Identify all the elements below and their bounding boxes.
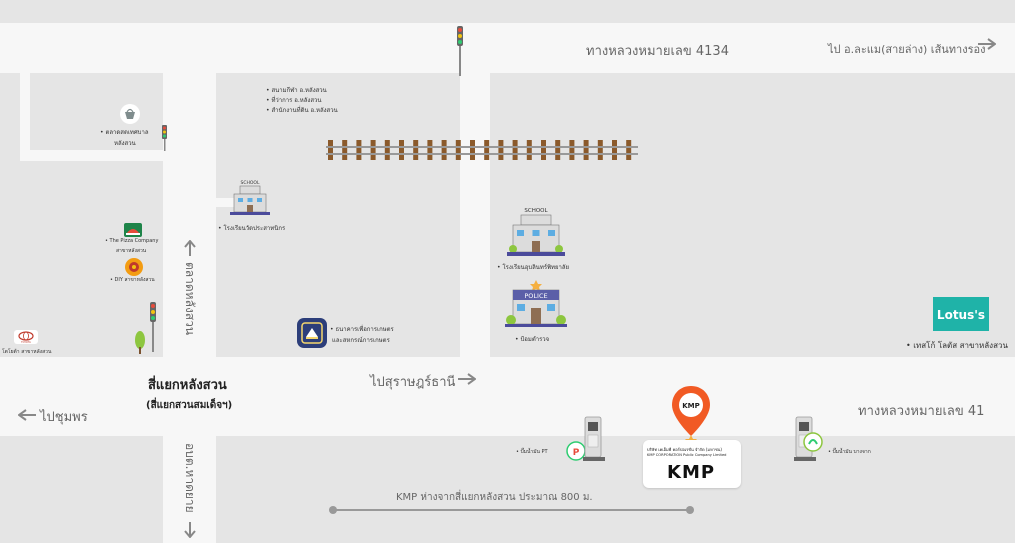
railway-rail xyxy=(326,153,638,155)
company-name-th: บริษัท เคเอ็มพี คอร์ปอเรชั่น จำกัด (มหาช… xyxy=(647,447,722,452)
road-talad-langsuan xyxy=(163,73,216,543)
road-label-41: ทางหลวงหมายเลข 41 xyxy=(858,404,985,419)
svg-text:POLICE: POLICE xyxy=(524,292,547,300)
arrow-down-icon xyxy=(184,522,196,541)
railway-tie xyxy=(328,140,333,160)
road-41 xyxy=(0,357,1015,436)
company-card[interactable]: บริษัท เคเอ็มพี คอร์ปอเรชั่น จำกัด (มหาช… xyxy=(643,440,741,488)
arrow-right-icon xyxy=(458,373,477,388)
road-4134 xyxy=(0,23,1015,73)
land-office-label: • สำนักงานที่ดิน อ.หลังสวน xyxy=(266,107,338,114)
bangchak-logo-icon xyxy=(803,432,823,456)
distance-line xyxy=(327,501,697,520)
pt-logo-icon: P xyxy=(566,441,586,465)
school-2-label: • โรงเรียนอุบลินทร์พิทยาลัย xyxy=(497,264,570,271)
road-label-orbortor: อบต.หาดยาย xyxy=(183,443,197,513)
bank-icon xyxy=(297,318,327,352)
railway-tie xyxy=(441,140,447,160)
lotus-label: • เทสโก้ โลตัส สาขาหลังสวน xyxy=(906,341,1008,350)
traffic-light-icon xyxy=(160,125,170,155)
lotus-logo: Lotus's xyxy=(933,297,989,335)
railway-tie xyxy=(370,140,376,160)
intersection-label: สี่แยกหลังสวน xyxy=(148,378,227,393)
distance-note: KMP ห่างจากสี่แยกหลังสวน ประมาณ 800 ม. xyxy=(396,492,593,503)
railway-tie xyxy=(583,140,589,160)
road-label-talad-langsuan: ตลาดหลังสวน xyxy=(183,262,197,336)
baac-label-1: • ธนาคารเพื่อการเกษตร xyxy=(330,326,394,333)
market-label-2: หลังสวน xyxy=(114,140,136,147)
pizza-icon xyxy=(124,222,142,241)
road-label-to-surat: ไปสุราษฎร์ธานี xyxy=(370,375,456,390)
district-office-label: • ที่ว่าการ อ.หลังสวน xyxy=(266,97,322,104)
tree-icon xyxy=(134,330,146,358)
railway-tie xyxy=(512,140,518,160)
traffic-light-icon xyxy=(147,302,159,358)
company-name-en: KMP CORPORATION Public Company Limited xyxy=(647,453,727,457)
pizza-label-2: สาขาหลังสวน xyxy=(116,248,147,254)
railway-tie xyxy=(455,140,461,160)
school-icon: SCHOOL xyxy=(230,178,270,220)
gas-pump-icon xyxy=(583,415,605,467)
diy-label: • DIY สาขาหลังสวน xyxy=(110,277,155,283)
road-label-to-chumphon: ไปชุมพร xyxy=(40,410,88,425)
railway-tie xyxy=(399,140,404,160)
railway-tie xyxy=(342,140,348,160)
railway-icon xyxy=(326,140,638,160)
road-label-4134: ทางหลวงหมายเลข 4134 xyxy=(586,44,729,59)
arrow-up-icon xyxy=(184,239,196,259)
railway-tie xyxy=(612,140,617,160)
toyota-icon: TOYOTA xyxy=(14,329,38,348)
pizza-label-1: • The Pizza Company xyxy=(105,238,159,244)
bangchak-station-label: • ปั๊มน้ำมัน บางจาก xyxy=(828,449,871,455)
railway-tie xyxy=(555,140,561,160)
railway-tie xyxy=(569,140,575,160)
svg-text:Lotus's: Lotus's xyxy=(937,308,985,322)
railway-tie xyxy=(384,140,390,160)
svg-text:KMP: KMP xyxy=(682,402,700,410)
company-logo: KMP xyxy=(667,462,716,483)
road-east-branch xyxy=(460,73,490,357)
market-label-1: • ตลาดสดเทศบาล xyxy=(100,129,149,136)
railway-tie xyxy=(597,140,603,160)
school-1-label: • โรงเรียนวัดประสาทนิกร xyxy=(218,225,286,232)
traffic-light-icon xyxy=(454,26,466,82)
baac-label-2: และสหกรณ์การเกษตร xyxy=(332,337,390,344)
railway-tie xyxy=(498,140,504,160)
police-label: • ป้อมตำรวจ xyxy=(515,336,550,343)
svg-text:P: P xyxy=(573,448,580,458)
pt-station-label: • ปั๊มน้ำมัน PT xyxy=(516,449,548,455)
railway-rail xyxy=(326,146,638,148)
svg-text:SCHOOL: SCHOOL xyxy=(524,208,548,214)
arrow-left-icon xyxy=(17,409,36,424)
railway-tie xyxy=(626,140,632,160)
arrow-right-icon xyxy=(978,38,997,53)
road-market-loop-horizontal xyxy=(20,150,163,161)
intersection-alt-label: (สี่แยกสวนสมเด็จฯ) xyxy=(146,400,233,411)
svg-text:TOYOTA: TOYOTA xyxy=(21,340,31,344)
railway-tie xyxy=(484,140,490,160)
railway-tie xyxy=(427,140,433,160)
road-market-loop-vertical xyxy=(20,73,30,161)
railway-tie xyxy=(356,140,362,160)
diy-icon xyxy=(125,258,143,280)
road-label-to-lamae: ไป อ.ละแม(สายล่าง) เส้นทางรอง xyxy=(828,43,986,56)
railway-tie xyxy=(526,140,532,160)
road-school-stub xyxy=(216,198,238,207)
stadium-label: • สนามกีฬา อ.หลังสวน xyxy=(266,87,327,94)
railway-tie xyxy=(413,140,419,160)
svg-text:SCHOOL: SCHOOL xyxy=(241,180,260,186)
railway-tie xyxy=(541,140,546,160)
police-station-icon: POLICE xyxy=(505,280,567,332)
toyota-label: โตโยต้า สาขาหลังสวน xyxy=(2,349,52,355)
school-icon: SCHOOL xyxy=(507,205,565,261)
railway-tie xyxy=(470,140,475,160)
market-basket-icon xyxy=(120,104,140,128)
map-pin-icon[interactable]: KMP xyxy=(671,386,711,448)
